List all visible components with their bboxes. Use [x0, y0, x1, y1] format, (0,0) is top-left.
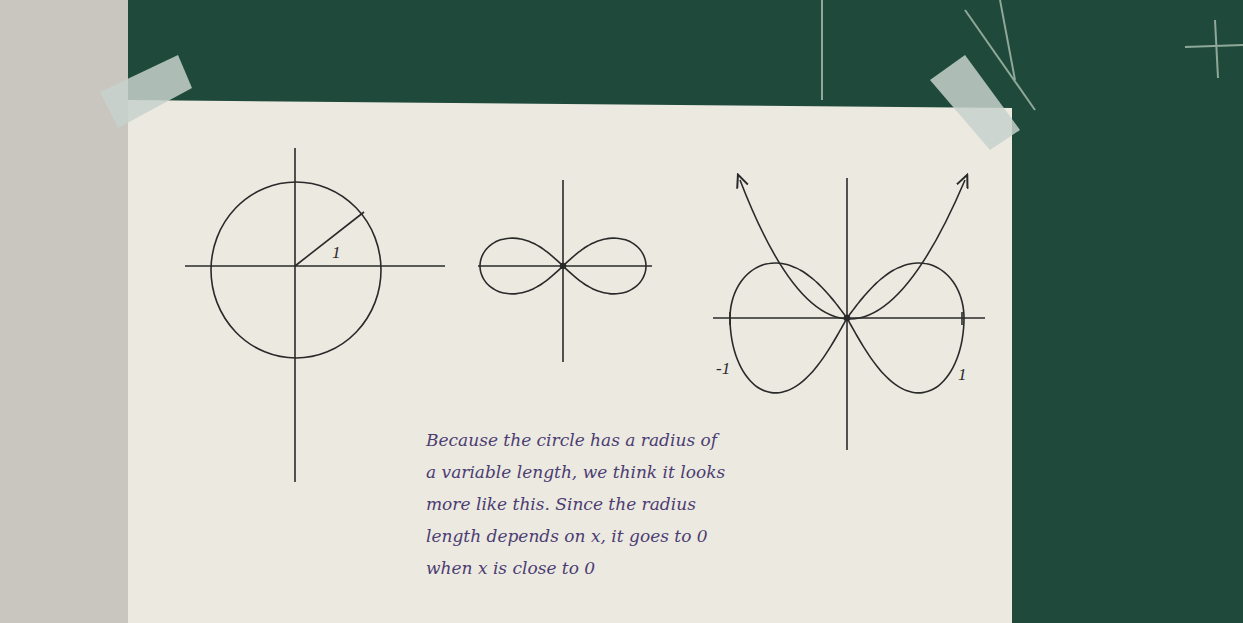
- tape: [100, 55, 192, 128]
- tape: [930, 55, 1020, 150]
- lemniscate: [480, 238, 646, 294]
- radius-label: 1: [332, 244, 341, 261]
- axis-label: 1: [958, 366, 967, 383]
- axis: [562, 180, 564, 362]
- axis: [294, 148, 296, 482]
- lemniscate: [730, 263, 964, 393]
- curve: [740, 180, 965, 319]
- axis-label: -1: [716, 360, 730, 377]
- axis: [185, 265, 445, 267]
- axis: [846, 178, 848, 450]
- handwritten-note: Because the circle has a radius of a var…: [426, 424, 726, 584]
- circle: [211, 182, 381, 358]
- radius-line: [295, 212, 364, 266]
- paper-sheet: [128, 100, 1012, 623]
- tick: [961, 312, 963, 325]
- chalk-marks: [822, 0, 1243, 110]
